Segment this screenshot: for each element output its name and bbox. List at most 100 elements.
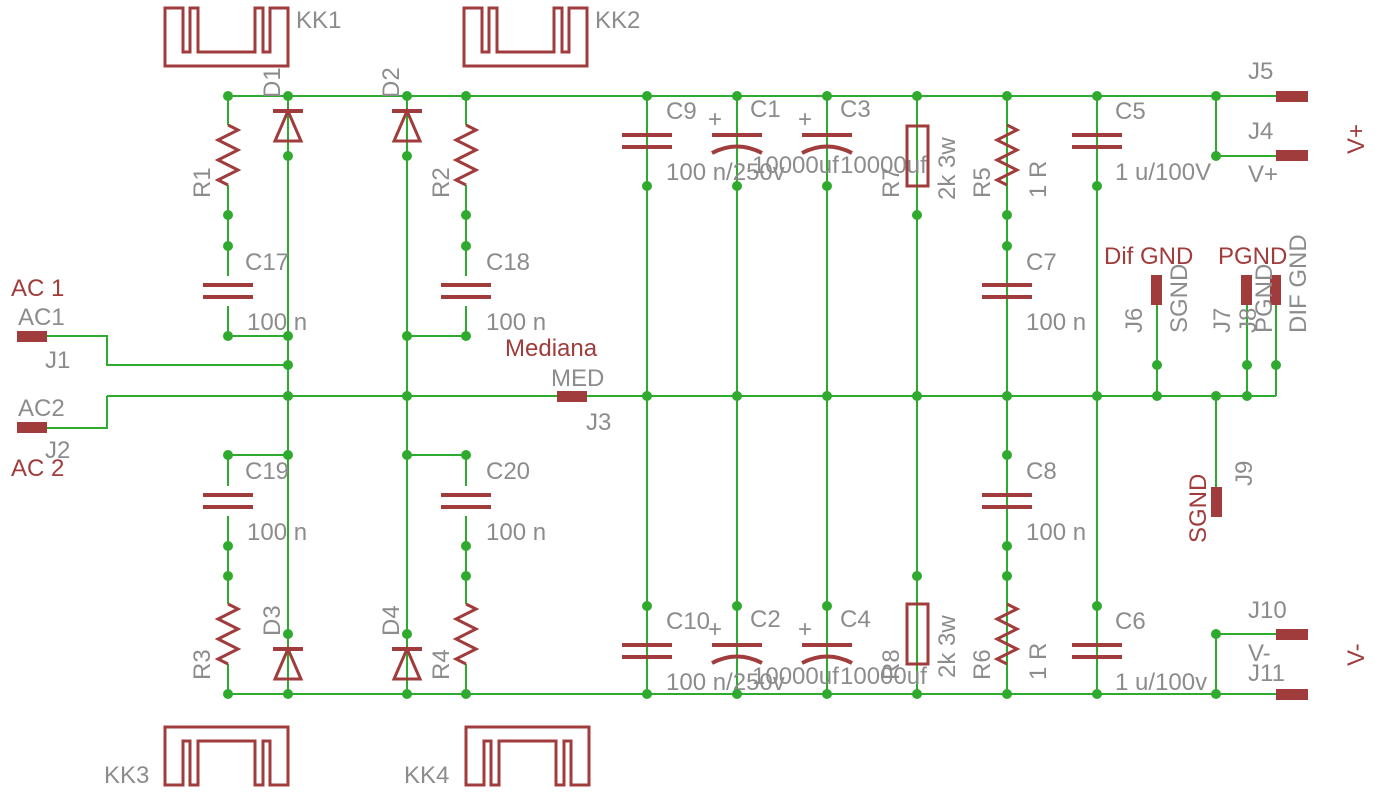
junction-dot <box>1242 391 1252 401</box>
heatsink-kk4: KK4 <box>404 725 591 789</box>
junction-dot <box>642 91 652 101</box>
capacitor-c2: + C2 10000uf <box>708 606 839 690</box>
c6-label: C6 <box>1115 608 1146 635</box>
r5-label: R5 <box>969 167 996 198</box>
resistor-r4: R4 <box>428 602 480 680</box>
junction-dot <box>223 241 233 251</box>
connector-j1: AC 1 AC1 J1 <box>11 275 70 374</box>
diode-d4: D4 <box>378 605 423 681</box>
resistor-r6: R6 1 R <box>969 602 1052 680</box>
c1-label: C1 <box>750 96 781 123</box>
junction-dot <box>822 689 832 699</box>
c6-value: 1 u/100v <box>1115 669 1207 696</box>
resistor-icon <box>905 602 930 666</box>
resistor-r7: R7 2k 3w <box>878 124 961 200</box>
c17-label: C17 <box>245 249 289 276</box>
c17-value: 100 n <box>247 309 307 336</box>
resistor-icon <box>905 124 930 188</box>
c3-value: 10000uf <box>840 152 927 179</box>
c3-label: C3 <box>840 96 871 123</box>
junction-dot <box>283 689 293 699</box>
kk3-label: KK3 <box>104 762 149 789</box>
capacitor-c20: C20 100 n <box>441 458 546 546</box>
junction-dot <box>732 601 742 611</box>
junction-dot <box>732 391 742 401</box>
connector-j6: J6 SGND Dif GND <box>1104 243 1193 333</box>
c1-value: 10000uf <box>752 152 839 179</box>
junction-dot <box>1211 91 1221 101</box>
c4-label: C4 <box>840 606 871 633</box>
plus-icon: + <box>708 106 722 133</box>
junction-dot <box>283 91 293 101</box>
junction-dot <box>461 571 471 581</box>
c4-value: 10000uf <box>840 663 927 690</box>
net-pgnd-label: PGND <box>1218 243 1287 270</box>
r4-label: R4 <box>428 649 455 680</box>
d3-label: D3 <box>259 605 286 636</box>
junction-dot <box>1092 601 1102 611</box>
capacitor-curved-plate <box>711 144 763 155</box>
connector-pin-icon <box>1276 629 1308 640</box>
junction-dot <box>461 450 471 460</box>
j1-label: J1 <box>45 347 70 374</box>
diode-d3: D3 <box>259 605 304 681</box>
plus-icon: + <box>798 616 812 643</box>
diode-icon <box>391 645 423 681</box>
junction-dot <box>822 91 832 101</box>
junction-dot <box>1092 391 1102 401</box>
heatsink-kk1: KK1 <box>163 6 341 68</box>
junction-dot <box>223 210 233 220</box>
net-vplus-label: V+ <box>1343 124 1370 154</box>
r8-label: R8 <box>878 649 905 680</box>
junction-dot <box>1152 391 1162 401</box>
plus-icon: + <box>798 106 812 133</box>
net-ac1-label: AC 1 <box>11 275 64 302</box>
junction-dot <box>402 391 412 401</box>
r7-label: R7 <box>878 167 905 198</box>
diode-icon <box>391 107 423 143</box>
ac1-wire <box>42 335 288 366</box>
junction-dot <box>1211 689 1221 699</box>
heatsink-kk3: KK3 <box>104 725 290 789</box>
c9-label: C9 <box>666 98 697 125</box>
junction-dot <box>402 151 412 161</box>
j4-label: J4 <box>1248 118 1273 145</box>
connector-pin-icon <box>1270 275 1281 305</box>
capacitor-curved-plate <box>801 654 853 665</box>
j4-pin-label: V+ <box>1248 161 1278 188</box>
diode-icon <box>272 645 304 681</box>
resistor-icon <box>214 123 242 187</box>
j7-label: J7 <box>1209 308 1236 333</box>
junction-dot <box>1211 151 1221 161</box>
junction-dot <box>1092 181 1102 191</box>
junction-dot <box>822 601 832 611</box>
junction-dot <box>461 241 471 251</box>
c2-label: C2 <box>750 606 781 633</box>
connector-pin-icon <box>1276 150 1308 161</box>
junction-dot <box>1002 391 1012 401</box>
junction-dot <box>1092 91 1102 101</box>
r6-label: R6 <box>969 649 996 680</box>
junction-dot <box>461 331 471 341</box>
capacitor-c10: C10 100 n/250v <box>622 608 785 696</box>
junction-dot <box>642 689 652 699</box>
junction-dot <box>223 571 233 581</box>
d1-label: D1 <box>259 67 286 98</box>
junction-dot <box>1242 360 1252 370</box>
heatsink-icon <box>163 6 290 68</box>
junction-dot <box>1002 210 1012 220</box>
junction-dot <box>732 689 742 699</box>
c20-label: C20 <box>486 458 530 485</box>
resistor-icon <box>214 602 242 666</box>
junction-dot <box>402 331 412 341</box>
resistor-r1: R1 <box>189 123 242 198</box>
capacitor-c18: C18 100 n <box>441 249 546 336</box>
connector-j2: AC2 J2 AC 2 <box>11 395 70 482</box>
connector-pin-icon <box>1241 275 1252 305</box>
j8-pin-label: DIF GND <box>1285 234 1312 333</box>
junction-dot <box>822 181 832 191</box>
junction-dot <box>283 151 293 161</box>
junction-dot <box>642 391 652 401</box>
resistor-icon <box>452 123 480 187</box>
j2-pin-label: AC2 <box>18 395 65 422</box>
